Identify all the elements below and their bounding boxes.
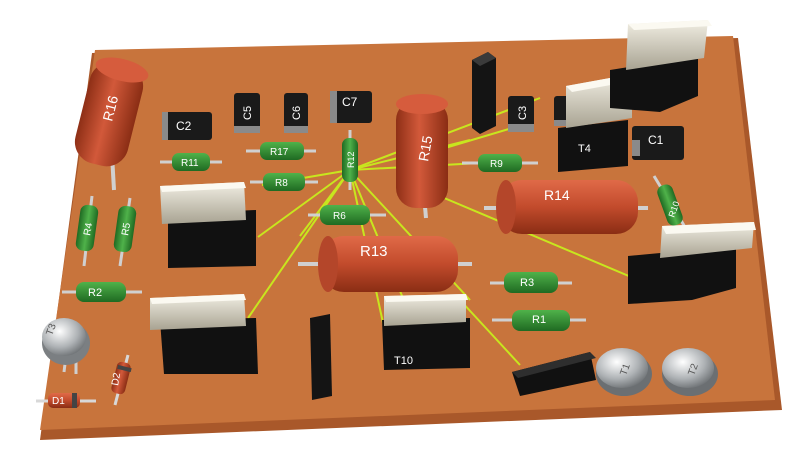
r1-label: R1	[532, 314, 546, 326]
r12-label: R12	[346, 151, 356, 168]
ic-upper-vertical[interactable]	[472, 52, 496, 134]
resistor-r5[interactable]: R5	[113, 197, 137, 267]
r6-label: R6	[333, 211, 346, 222]
t2-label: T2	[686, 362, 700, 377]
r3-label: R3	[520, 277, 534, 289]
r16-label: R16	[99, 94, 121, 123]
diode-d1[interactable]: D1	[36, 393, 96, 408]
c2-label: C2	[176, 119, 192, 133]
d1-label: D1	[52, 396, 65, 407]
transistor-t12[interactable]	[160, 182, 256, 268]
resistor-r14[interactable]: R14	[484, 180, 648, 234]
diode-d2[interactable]: D2	[110, 354, 132, 406]
resistor-r2[interactable]: R2	[62, 282, 142, 302]
t4-label: T4	[578, 143, 591, 155]
capacitor-c5[interactable]: C5	[234, 93, 260, 133]
r4-label: R4	[82, 222, 95, 237]
resistor-r11[interactable]: R11	[160, 153, 222, 171]
c1-label: C1	[648, 133, 664, 147]
capacitor-c3[interactable]: C3	[508, 96, 534, 132]
r15-label: R15	[415, 134, 435, 162]
ic-lower-vertical[interactable]	[310, 314, 332, 400]
d2-label: D2	[110, 372, 123, 387]
c6-label: C6	[291, 106, 303, 120]
ic-lower-small[interactable]	[512, 352, 596, 396]
t1-label: T1	[618, 362, 632, 377]
r8-label: R8	[275, 178, 288, 189]
resistor-r4[interactable]: R4	[75, 195, 99, 267]
r14-label: R14	[544, 187, 570, 203]
capacitor-c7[interactable]: C7	[330, 91, 372, 123]
resistor-r1[interactable]: R1	[492, 310, 586, 331]
r17-label: R17	[270, 147, 289, 158]
transistor-upper-right[interactable]	[610, 20, 712, 112]
resistor-r13[interactable]: R13	[298, 236, 472, 292]
resistor-r8[interactable]: R8	[250, 173, 318, 191]
transistor-t1[interactable]: T1	[596, 348, 652, 396]
t3-label: T3	[44, 322, 58, 337]
resistor-r9[interactable]: R9	[462, 154, 538, 172]
r5-label: R5	[120, 222, 133, 237]
resistor-r12[interactable]: R12	[342, 130, 358, 190]
r11-label: R11	[181, 158, 199, 169]
c3-label: C3	[517, 106, 529, 120]
r13-label: R13	[360, 243, 388, 260]
capacitor-c2[interactable]: C2	[162, 112, 212, 140]
transistor-t10[interactable]: T10	[382, 294, 470, 370]
c7-label: C7	[342, 95, 358, 109]
t10-label: T10	[394, 355, 413, 367]
capacitor-c6[interactable]: C6	[284, 93, 308, 133]
capacitor-c1[interactable]: C1	[632, 126, 684, 160]
transistor-t11[interactable]	[628, 222, 756, 304]
resistor-r3[interactable]: R3	[490, 272, 572, 293]
resistor-r6[interactable]: R6	[308, 205, 386, 225]
r9-label: R9	[490, 159, 503, 170]
transistor-t9[interactable]	[150, 294, 258, 374]
resistor-r10[interactable]: R10	[652, 175, 690, 233]
c5-label: C5	[242, 106, 254, 120]
r2-label: R2	[88, 287, 102, 299]
resistor-r15[interactable]: R15	[396, 94, 448, 219]
transistor-t3[interactable]: T3	[42, 318, 90, 374]
resistor-r17[interactable]: R17	[246, 142, 316, 160]
transistor-t2[interactable]: T2	[662, 348, 718, 396]
resistor-r16[interactable]: R16	[70, 53, 151, 191]
